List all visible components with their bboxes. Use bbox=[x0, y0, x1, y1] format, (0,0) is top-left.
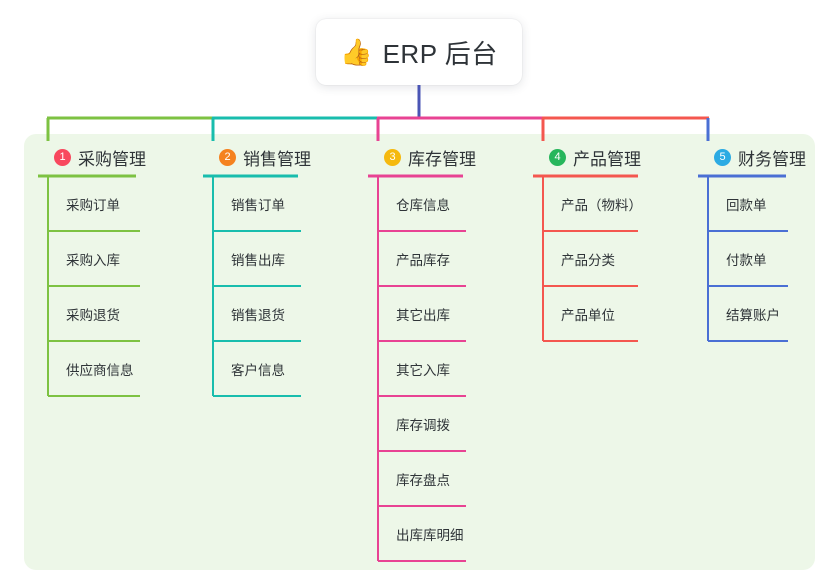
root-title: ERP 后台 bbox=[382, 38, 498, 69]
leaf-node[interactable]: 产品单位 bbox=[535, 278, 641, 333]
leaf-node[interactable]: 客户信息 bbox=[205, 333, 311, 388]
leaf-label: 产品单位 bbox=[561, 308, 615, 323]
column-header-5[interactable]: 5 财务管理 bbox=[700, 146, 806, 169]
column-1: 1 采购管理采购订单采购入库采购退货供应商信息 bbox=[40, 146, 146, 388]
column-5: 5 财务管理回款单付款单结算账户 bbox=[700, 146, 806, 333]
leaf-node[interactable]: 其它出库 bbox=[370, 278, 476, 333]
leaf-node[interactable]: 供应商信息 bbox=[40, 333, 146, 388]
leaf-label: 付款单 bbox=[726, 253, 767, 268]
leaf-node[interactable]: 仓库信息 bbox=[370, 168, 476, 223]
leaf-label: 出库库明细 bbox=[396, 528, 464, 543]
column-badge-4: 4 bbox=[549, 148, 566, 166]
column-title-5: 财务管理 bbox=[738, 149, 806, 169]
leaf-node[interactable]: 付款单 bbox=[700, 223, 806, 278]
leaf-label: 销售退货 bbox=[231, 308, 285, 323]
leaf-node[interactable]: 回款单 bbox=[700, 168, 806, 223]
thumbs-up-icon: 👍 bbox=[340, 37, 373, 67]
leaf-label: 客户信息 bbox=[231, 363, 285, 378]
column-header-4[interactable]: 4 产品管理 bbox=[535, 146, 641, 169]
leaf-node[interactable]: 采购订单 bbox=[40, 168, 146, 223]
leaf-label: 其它出库 bbox=[396, 308, 450, 323]
leaf-node[interactable]: 其它入库 bbox=[370, 333, 476, 388]
leaf-label: 销售出库 bbox=[231, 253, 285, 268]
leaf-node[interactable]: 采购退货 bbox=[40, 278, 146, 333]
leaf-label: 其它入库 bbox=[396, 363, 450, 378]
column-header-1[interactable]: 1 采购管理 bbox=[40, 146, 146, 169]
leaf-label: 产品库存 bbox=[396, 253, 450, 268]
leaf-node[interactable]: 销售订单 bbox=[205, 168, 311, 223]
leaf-node[interactable]: 产品（物料） bbox=[535, 168, 642, 223]
column-badge-2: 2 bbox=[219, 148, 236, 166]
leaf-node[interactable]: 销售出库 bbox=[205, 223, 311, 278]
column-title-3: 库存管理 bbox=[408, 149, 476, 169]
diagram-panel bbox=[24, 134, 815, 570]
leaf-label: 销售订单 bbox=[231, 198, 285, 213]
leaf-node[interactable]: 出库库明细 bbox=[370, 498, 476, 553]
leaf-node[interactable]: 销售退货 bbox=[205, 278, 311, 333]
leaf-label: 库存调拨 bbox=[396, 418, 450, 433]
leaf-label: 产品（物料） bbox=[561, 198, 642, 213]
leaf-label: 采购退货 bbox=[66, 308, 120, 323]
leaf-label: 仓库信息 bbox=[396, 198, 450, 213]
column-title-2: 销售管理 bbox=[243, 149, 311, 169]
column-badge-5: 5 bbox=[714, 148, 731, 166]
column-badge-1: 1 bbox=[54, 148, 71, 166]
column-header-2[interactable]: 2 销售管理 bbox=[205, 146, 311, 169]
leaf-label: 采购入库 bbox=[66, 253, 120, 268]
column-title-1: 采购管理 bbox=[78, 149, 146, 169]
leaf-label: 采购订单 bbox=[66, 198, 120, 213]
column-4: 4 产品管理产品（物料） 产品分类产品单位 bbox=[535, 146, 642, 333]
leaf-label: 产品分类 bbox=[561, 253, 615, 268]
leaf-node[interactable]: 产品库存 bbox=[370, 223, 476, 278]
column-2: 2 销售管理销售订单销售出库销售退货客户信息 bbox=[205, 146, 311, 388]
leaf-node[interactable]: 结算账户 bbox=[700, 278, 806, 333]
leaf-label: 供应商信息 bbox=[66, 363, 134, 378]
column-header-3[interactable]: 3 库存管理 bbox=[370, 146, 476, 169]
column-badge-3: 3 bbox=[384, 148, 401, 166]
leaf-node[interactable]: 库存调拨 bbox=[370, 388, 476, 443]
root-node[interactable]: 👍 ERP 后台 bbox=[316, 19, 522, 85]
leaf-label: 库存盘点 bbox=[396, 473, 450, 488]
column-title-4: 产品管理 bbox=[573, 149, 641, 169]
leaf-node[interactable]: 产品分类 bbox=[535, 223, 641, 278]
leaf-label: 回款单 bbox=[726, 198, 767, 213]
leaf-node[interactable]: 采购入库 bbox=[40, 223, 146, 278]
leaf-label: 结算账户 bbox=[726, 308, 780, 323]
column-3: 3 库存管理仓库信息产品库存其它出库其它入库库存调拨库存盘点出库库明细 bbox=[370, 146, 476, 553]
leaf-node[interactable]: 库存盘点 bbox=[370, 443, 476, 498]
